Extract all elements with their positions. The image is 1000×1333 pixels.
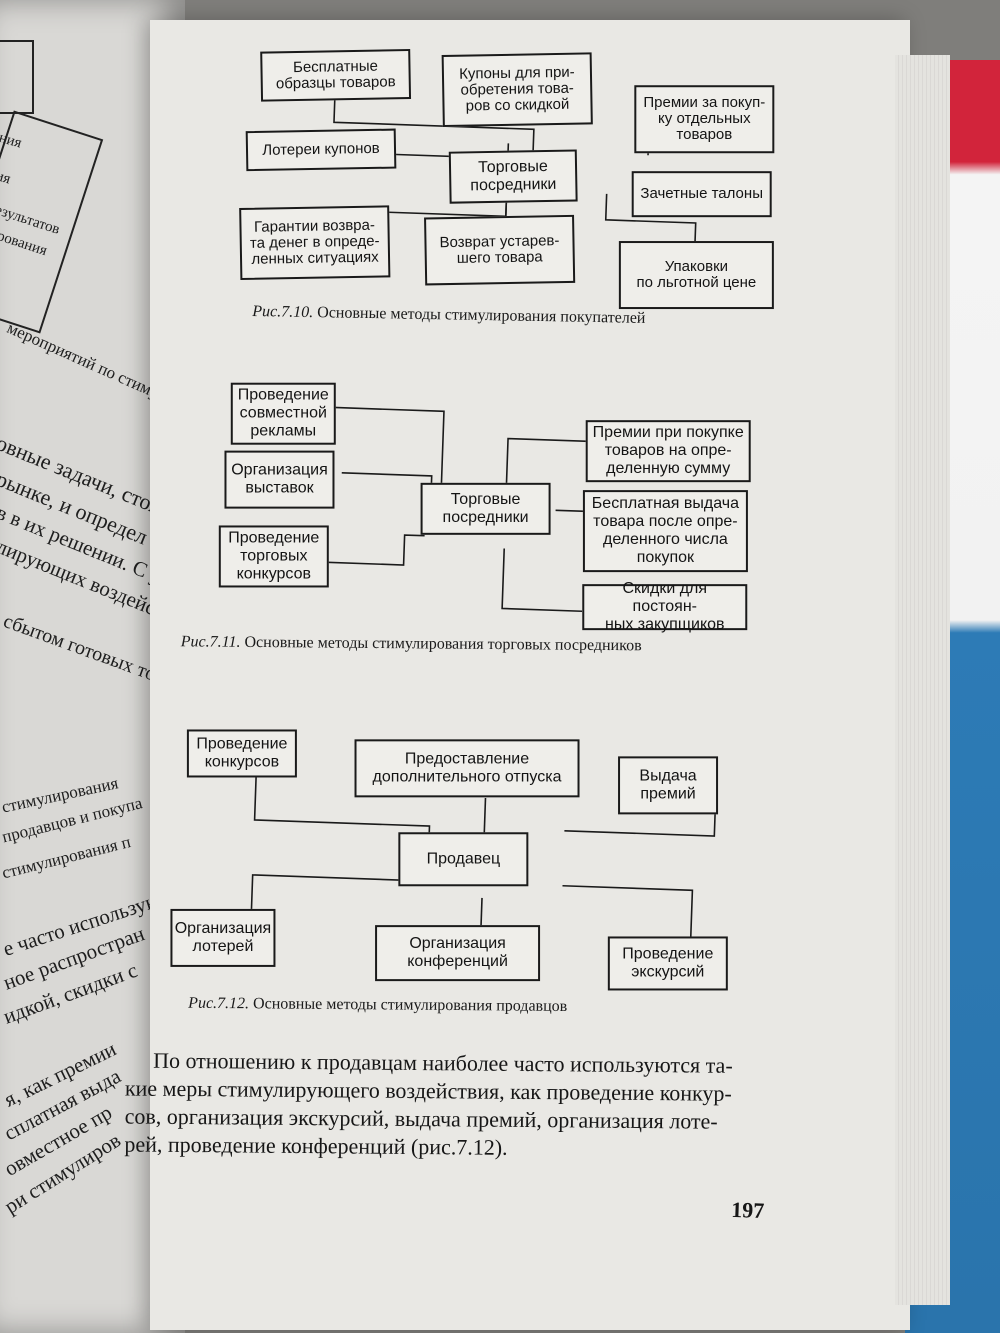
fig-7-11-center-intermediaries: Торговые посредники: [420, 482, 551, 535]
fig-7-10-item-bonus-purchase: Премии за покуп- ку отдельных товаров: [634, 85, 775, 154]
fig-7-10-item-coupon-lotteries: Лотереи купонов: [245, 128, 397, 172]
page-number: 197: [730, 1196, 765, 1223]
page-content: Бесплатные образцы товаров Купоны для пр…: [124, 27, 952, 1313]
fig-7-11-item-free-goods: Бесплатная выдача товара после опре- дел…: [582, 490, 748, 573]
fig-7-12-center-seller: Продавец: [398, 832, 529, 887]
fig-7-11-item-regular-discounts: Скидки для постоян- ных закупщиков: [582, 580, 748, 633]
fig-7-11-item-joint-advertising: Проведение совместной рекламы: [230, 382, 336, 445]
fig-7-10-item-credit-coupons: Зачетные талоны: [631, 171, 772, 218]
fig-7-10-item-discount-packaging: Упаковки по льготной цене: [618, 241, 774, 310]
body-paragraph: По отношению к продавцам наиболее часто …: [124, 1046, 805, 1164]
paragraph-line: рей, проведение конференций (рис.7.12).: [124, 1131, 508, 1160]
fig-7-10-item-money-back: Гарантии возвра- та денег в опреде- ленн…: [239, 205, 391, 281]
fig-7-12-caption: Рис.7.12. Основные методы стимулирования…: [188, 994, 568, 1016]
fig-7-12-item-bonuses: Выдача премий: [618, 756, 719, 815]
fig-7-10-center-intermediaries: Торговые посредники: [448, 149, 578, 204]
fig-7-10-item-return-goods: Возврат устарев- шего товара: [424, 214, 576, 286]
fig-7-12-item-excursions: Проведение экскурсий: [607, 936, 728, 991]
fig-7-11-item-trade-contests: Проведение торговых конкурсов: [218, 525, 329, 588]
fig-7-12-item-conferences: Организация конференций: [375, 925, 541, 982]
left-page-fragment: сбытом готовых то: [0, 610, 160, 686]
page-edges: [895, 55, 950, 1305]
left-page-box: [0, 40, 34, 114]
fig-7-12-item-lotteries: Организация лотерей: [170, 908, 276, 967]
fig-7-10-item-coupons: Купоны для при- обретения това- ров со с…: [441, 52, 593, 127]
fig-7-12-item-extra-leave: Предоставление дополнительного отпуска: [354, 739, 580, 798]
fig-7-10-item-free-samples: Бесплатные образцы товаров: [260, 49, 412, 102]
fig-7-12-item-contests: Проведение конкурсов: [186, 729, 297, 778]
fig-7-11-item-purchase-bonus: Премии при покупке товаров на опре- деле…: [585, 420, 751, 483]
fig-7-11-item-exhibitions: Организация выставок: [224, 450, 335, 509]
